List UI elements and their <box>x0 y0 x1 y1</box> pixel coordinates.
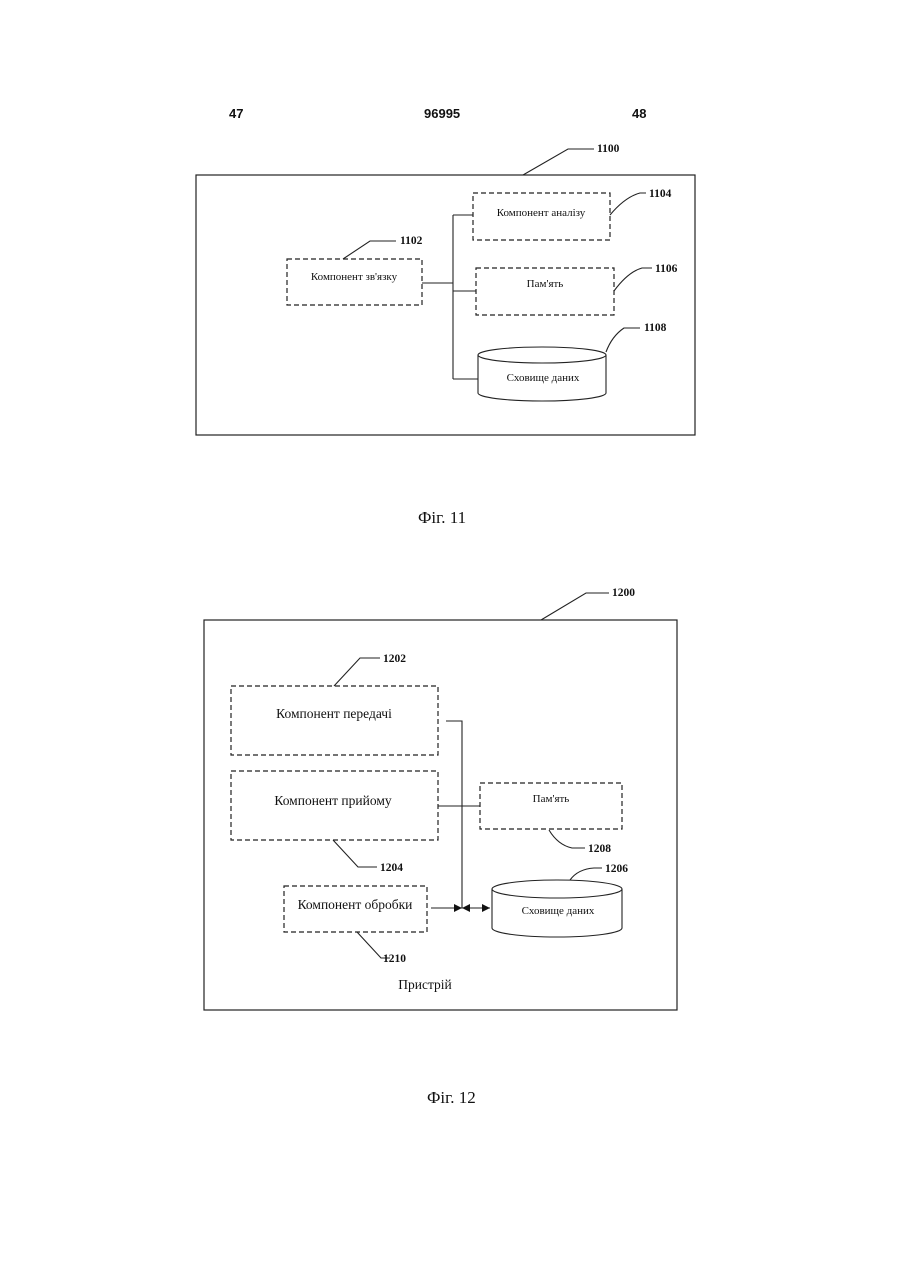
ref-1102: 1102 <box>400 235 423 247</box>
leader-1202 <box>334 658 380 686</box>
figure-11-caption: Фіг. 11 <box>418 508 466 528</box>
arrowhead-bus <box>454 904 462 912</box>
transmit-component-label: Компонент передачі <box>276 706 392 721</box>
leader-1102 <box>343 241 396 259</box>
ref-1108: 1108 <box>644 322 667 334</box>
leader-1108 <box>606 328 640 352</box>
device-label: Пристрій <box>398 977 452 992</box>
analysis-component-label: Компонент аналізу <box>497 207 586 219</box>
ref-1202: 1202 <box>383 653 406 665</box>
receive-component-label: Компонент прийому <box>274 793 392 808</box>
ref-1206: 1206 <box>605 863 628 875</box>
ref-1104: 1104 <box>649 188 672 200</box>
processing-component-label: Компонент обробки <box>298 897 413 912</box>
arrowhead-right <box>482 904 490 912</box>
arrowhead-left <box>462 904 470 912</box>
system-1100-frame <box>196 175 695 435</box>
bus-lines-fig12 <box>438 721 480 908</box>
figure-12: 1200 Компонент передачі 1202 Компонент п… <box>204 587 677 1010</box>
leader-1200 <box>541 593 609 620</box>
memory-label-fig12: Пам'ять <box>533 793 570 805</box>
ref-1210: 1210 <box>383 953 406 965</box>
memory-box-fig12 <box>480 783 622 829</box>
leader-1208 <box>549 830 585 848</box>
data-storage-label-fig11: Сховище даних <box>507 372 580 384</box>
ref-1100: 1100 <box>597 143 620 155</box>
memory-box-fig11 <box>476 268 614 315</box>
leader-1106 <box>614 268 652 291</box>
ref-1106: 1106 <box>655 263 678 275</box>
figure-12-caption: Фіг. 12 <box>427 1088 476 1108</box>
figure-11: 1100 Компонент зв'язку 1102 Компонент ан… <box>196 143 695 435</box>
ref-1200: 1200 <box>612 587 635 599</box>
leader-1204 <box>333 840 377 867</box>
leader-1104 <box>610 193 646 215</box>
ref-1204: 1204 <box>380 862 403 874</box>
leader-1206 <box>570 868 602 880</box>
memory-label-fig11: Пам'ять <box>527 278 564 290</box>
system-1200-frame <box>204 620 677 1010</box>
bus-lines-fig11 <box>422 215 478 379</box>
link-component-label: Компонент зв'язку <box>311 271 398 283</box>
ref-1208: 1208 <box>588 843 611 855</box>
leader-1100 <box>523 149 594 175</box>
data-storage-label-fig12: Сховище даних <box>522 905 595 917</box>
